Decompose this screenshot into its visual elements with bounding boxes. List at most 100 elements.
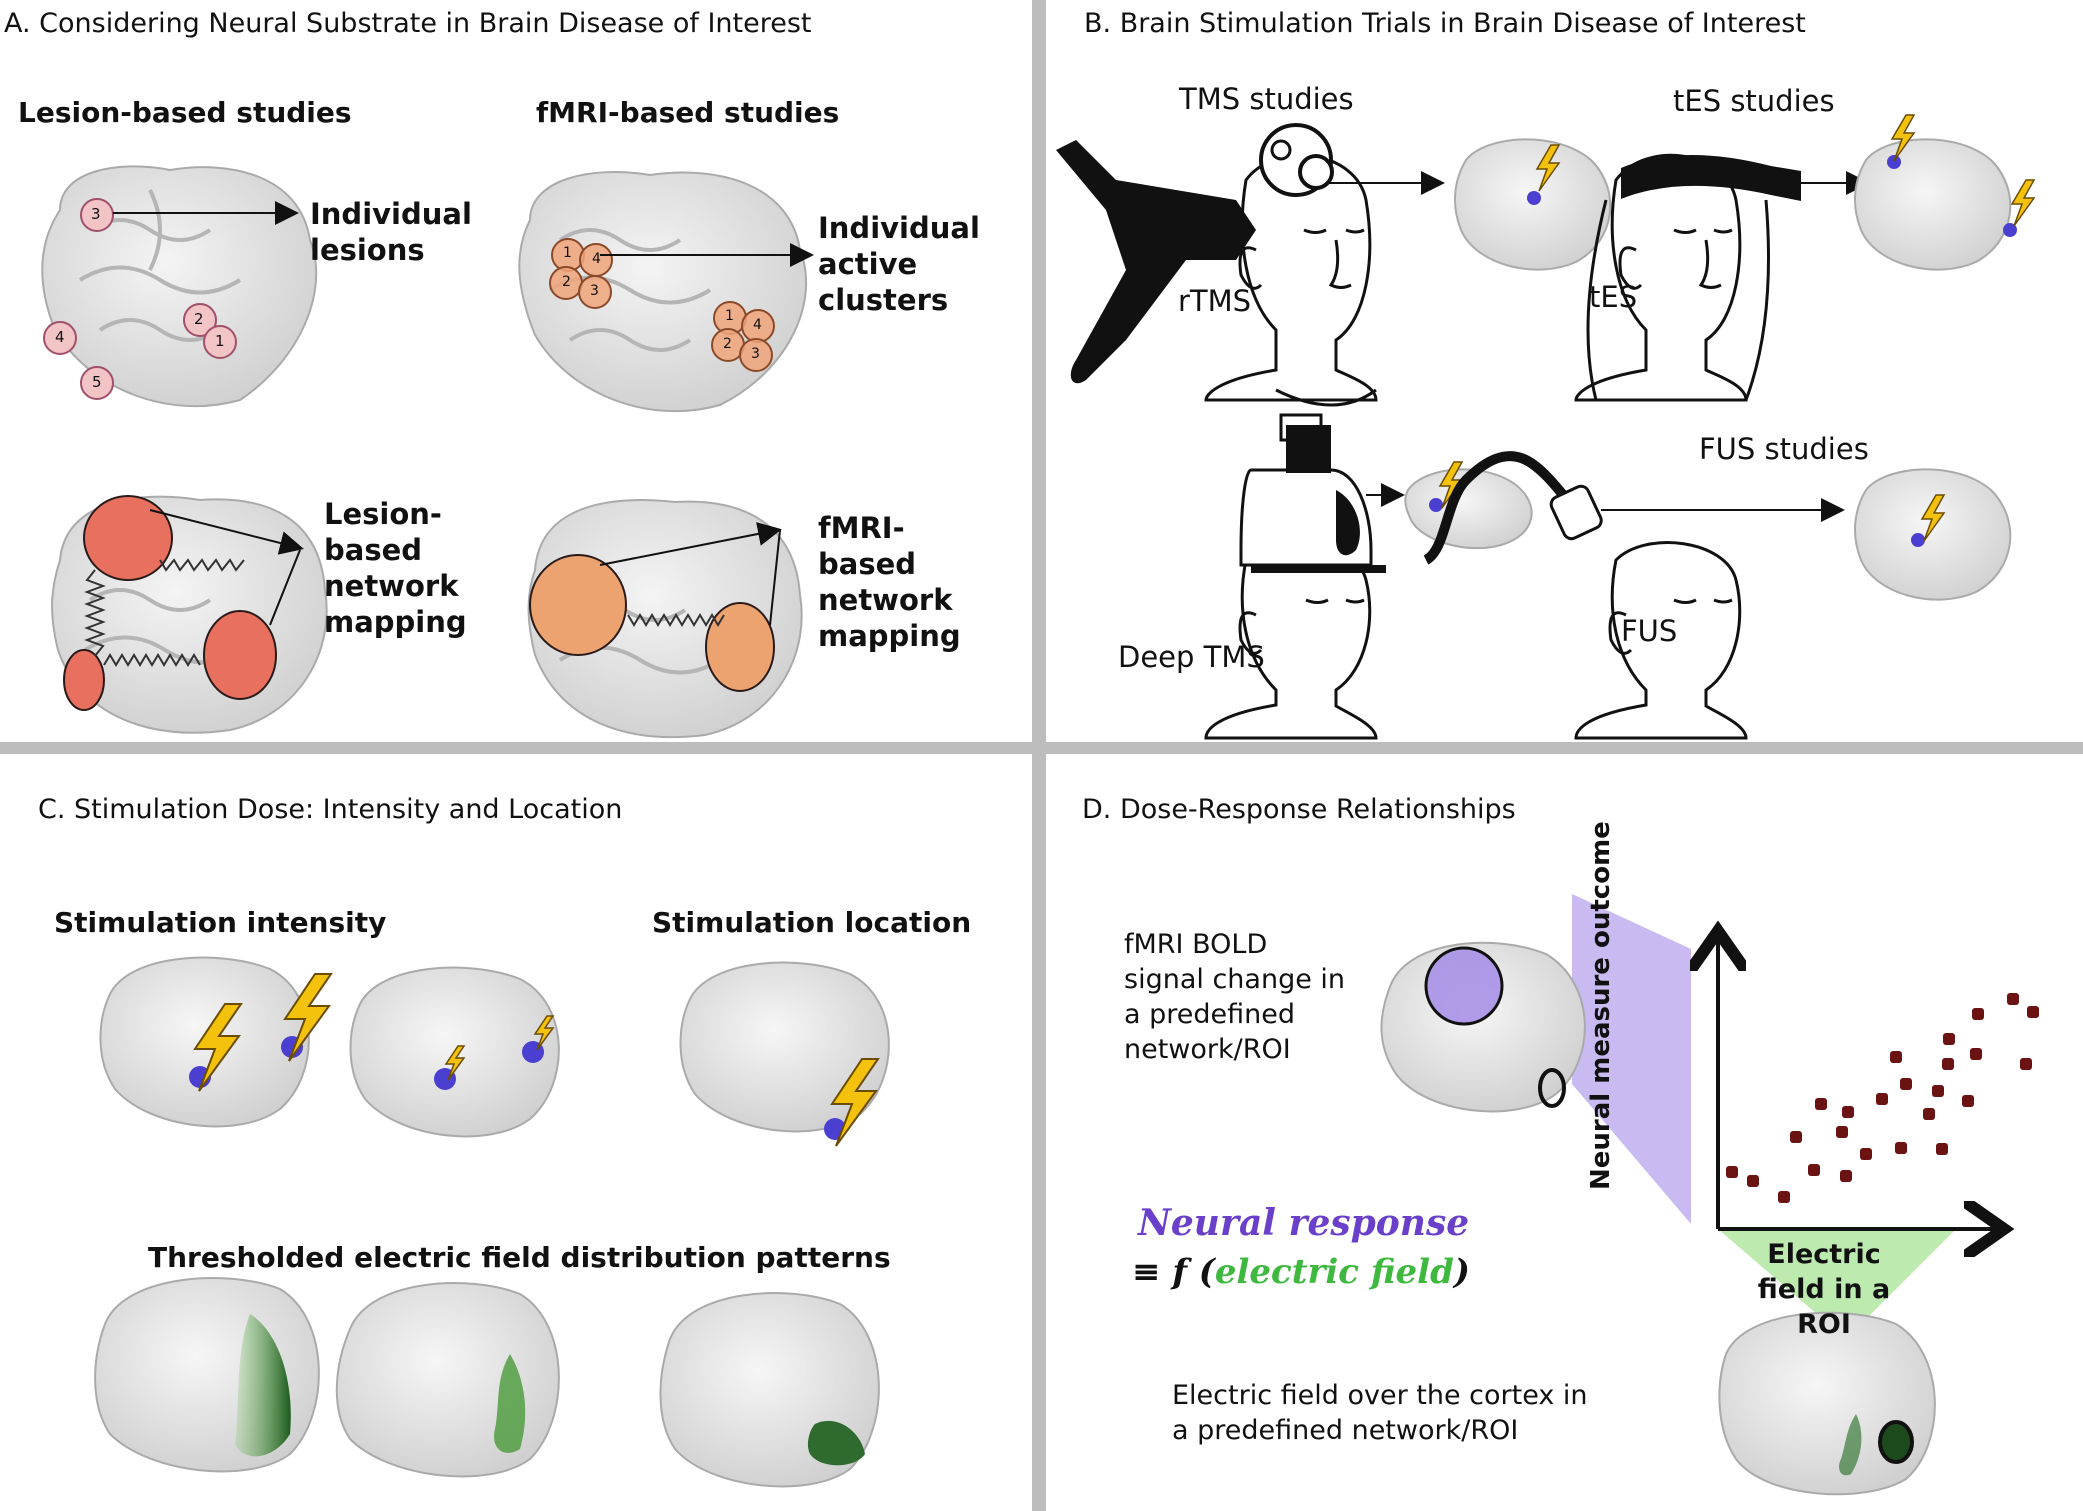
panel-c-graphics bbox=[94, 956, 890, 1488]
scatter-point bbox=[1942, 1058, 1954, 1070]
scatter-point bbox=[1876, 1093, 1888, 1105]
individual-clusters-label: Individual active clusters bbox=[818, 211, 980, 317]
panel-a-graphics bbox=[41, 165, 814, 739]
panel-b-graphics bbox=[1056, 114, 2036, 740]
target-roi-circle bbox=[1538, 1068, 1566, 1108]
panel-d-graphics bbox=[1380, 894, 2039, 1496]
deep-tms-dot bbox=[1429, 498, 1443, 512]
efield-green-region bbox=[235, 1314, 291, 1457]
large-bolt-icon bbox=[283, 973, 333, 1062]
individual-lesions-label: Individual lesions bbox=[310, 197, 472, 267]
tes-label: tES bbox=[1589, 280, 1638, 314]
roi-projection-green bbox=[1718, 1229, 1956, 1339]
scatter-point bbox=[1972, 1008, 1984, 1020]
scatter-point bbox=[1860, 1148, 1872, 1160]
scatter-point bbox=[2007, 993, 2019, 1005]
tes-target-brain bbox=[1854, 138, 2012, 271]
panel-a: A. Considering Neural Substrate in Brain… bbox=[0, 0, 1032, 742]
cluster-circles bbox=[549, 238, 775, 372]
scatter-point bbox=[1808, 1164, 1820, 1176]
bold-roi-circle bbox=[1424, 946, 1504, 1026]
scatter-point bbox=[1815, 1098, 1827, 1110]
cluster-number: 1 bbox=[725, 308, 734, 324]
fus-head bbox=[1574, 541, 1748, 740]
panel-d-title: D. Dose-Response Relationships bbox=[1082, 794, 1516, 825]
cluster-number: 3 bbox=[751, 346, 760, 362]
scatter-points bbox=[1726, 993, 2039, 1203]
panel-b-title: B. Brain Stimulation Trials in Brain Dis… bbox=[1084, 8, 1806, 39]
brain-lesion-studies bbox=[41, 165, 318, 408]
lesion-number: 4 bbox=[55, 328, 65, 346]
large-bolt-icon bbox=[193, 1003, 243, 1092]
lesion-network-label: Lesion-based network mapping bbox=[324, 497, 467, 639]
tms-target-dot bbox=[1527, 191, 1541, 205]
fus-transducer bbox=[1549, 484, 1603, 541]
lesion-studies-label: Lesion-based studies bbox=[18, 96, 352, 129]
tes-dot-2 bbox=[2003, 223, 2017, 237]
fus-target-brain bbox=[1854, 468, 2012, 601]
scatter-point bbox=[1970, 1048, 1982, 1060]
fmri-network-label: fMRI-based network mapping bbox=[818, 511, 961, 653]
scatter-point bbox=[2027, 1006, 2039, 1018]
location-label: Stimulation location bbox=[652, 906, 972, 939]
bolt-icon bbox=[1535, 144, 1561, 192]
cluster-number: 3 bbox=[590, 283, 599, 299]
cluster-number: 4 bbox=[753, 317, 762, 333]
bolt-icon bbox=[2010, 179, 2036, 227]
fus-label: FUS bbox=[1621, 614, 1678, 648]
tes-headband bbox=[1621, 154, 1801, 201]
efield-green-region bbox=[494, 1354, 526, 1453]
scatter-point bbox=[1778, 1191, 1790, 1203]
panel-c: C. Stimulation Dose: Intensity and Locat… bbox=[0, 754, 1032, 1511]
scatter-point bbox=[1962, 1095, 1974, 1107]
equation-close: ) bbox=[1453, 1252, 1470, 1292]
cluster-number: 2 bbox=[723, 336, 732, 352]
tes-dot-1 bbox=[1887, 155, 1901, 169]
lesion-number: 3 bbox=[91, 205, 101, 223]
intensity-label: Stimulation intensity bbox=[54, 906, 387, 939]
deep-tms-label: Deep TMS bbox=[1118, 640, 1265, 674]
scatter-point bbox=[1836, 1126, 1848, 1138]
cluster-number: 1 bbox=[563, 245, 572, 261]
fmri-studies-label: fMRI-based studies bbox=[536, 96, 840, 129]
efield-roi-circle bbox=[1878, 1420, 1914, 1464]
brain-location bbox=[679, 961, 890, 1133]
bold-text: fMRI BOLD signal change in a predefined … bbox=[1124, 929, 1346, 1065]
equation-response: Neural response bbox=[1138, 1202, 1470, 1244]
lesion-circles bbox=[43, 198, 237, 400]
efield-patterns-label: Thresholded electric field distribution … bbox=[148, 1241, 891, 1274]
lesion-network-nodes bbox=[63, 495, 277, 711]
panel-d: D. Dose-Response Relationships fMRI BOLD… bbox=[1046, 754, 2083, 1511]
bolt-icon bbox=[1920, 494, 1946, 542]
tes-studies-label: tES studies bbox=[1673, 84, 1835, 118]
scatter-point bbox=[1726, 1166, 1738, 1178]
scatter-point bbox=[1900, 1078, 1912, 1090]
efield-green-region bbox=[1839, 1414, 1862, 1476]
lesion-number: 2 bbox=[194, 310, 204, 328]
small-bolt-icon bbox=[444, 1045, 466, 1081]
tms-studies-label: TMS studies bbox=[1179, 82, 1354, 116]
large-bolt-icon bbox=[830, 1058, 880, 1147]
scatter-point bbox=[1895, 1142, 1907, 1154]
scatter-point bbox=[1932, 1085, 1944, 1097]
vertical-divider bbox=[1032, 0, 1046, 1511]
panel-a-title: A. Considering Neural Substrate in Brain… bbox=[4, 8, 812, 39]
fus-dot bbox=[1911, 533, 1925, 547]
cluster-number: 2 bbox=[562, 274, 571, 290]
fus-cable bbox=[1423, 451, 1580, 565]
scatter-point bbox=[1840, 1170, 1852, 1182]
y-axis-label: Neural measure outcome bbox=[1586, 821, 1616, 1190]
horizontal-divider bbox=[0, 742, 2083, 754]
small-bolt-icon bbox=[533, 1015, 555, 1051]
lesion-number: 1 bbox=[215, 332, 225, 350]
efield-brain-2 bbox=[335, 1282, 560, 1478]
scatter-point bbox=[1936, 1143, 1948, 1155]
tms-coil bbox=[1056, 123, 1334, 384]
x-axis-label: Electric field in a ROI bbox=[1757, 1239, 1891, 1340]
scatter-point bbox=[1923, 1108, 1935, 1120]
fus-studies-label: FUS studies bbox=[1699, 432, 1869, 466]
scatter-point bbox=[1790, 1131, 1802, 1143]
lesion-number: 5 bbox=[92, 373, 102, 391]
panel-b: B. Brain Stimulation Trials in Brain Dis… bbox=[1046, 0, 2083, 742]
efield-green-region bbox=[807, 1420, 865, 1466]
